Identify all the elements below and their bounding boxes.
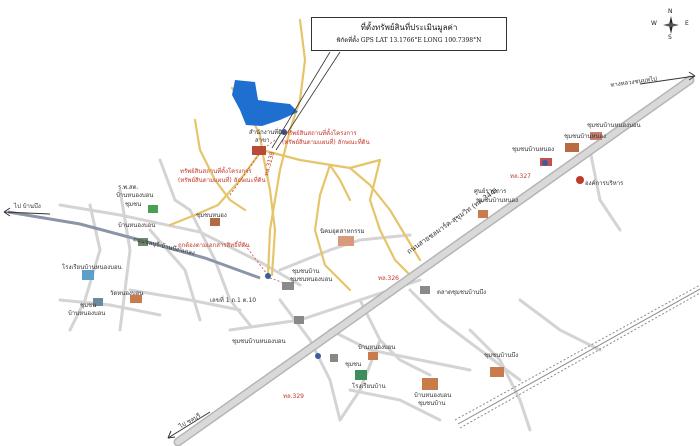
label-red-mid-2: (ทรัพย์สินตามแผนที่) ลักษณะที่ดิน <box>178 177 266 184</box>
label-bottom-6: ชุมชนบ้าน <box>418 400 446 407</box>
compass-west: W <box>651 20 657 27</box>
location-title-box: ที่ตั้งทรัพย์สินที่ประเมินมูลค่า พิกัดที… <box>311 17 507 51</box>
label-road-329: ทล.329 <box>283 393 304 400</box>
compass-south: S <box>668 34 672 41</box>
label-center-3: ชุมชนหนองบอน <box>290 276 333 283</box>
label-village-4: วัดหนองบอน <box>110 290 144 297</box>
compass-north: N <box>668 8 673 15</box>
label-road-326: ทล.326 <box>378 275 399 282</box>
compass-rose: N E S W <box>651 9 691 43</box>
lake <box>232 80 298 126</box>
label-red-top-2: (ทรัพย์สินตามแผนที่) ลักษณะที่ดิน <box>282 139 370 146</box>
label-right-2: ชุมชนบ้านหนอง <box>564 133 607 140</box>
label-right-7: องค์การบริหาร <box>585 180 624 187</box>
label-village-5: ชุมชน <box>80 302 97 309</box>
rural-roads <box>168 18 422 292</box>
label-right-6: ชุมชนบ้านหนอง <box>476 197 519 204</box>
label-center-1: นิคมอุตสาหกรรม <box>320 228 365 235</box>
road-arrows <box>3 71 696 439</box>
label-left-arrow: ไป บ้านบึง <box>14 203 41 210</box>
railway <box>454 284 700 429</box>
label-bottom-2: บ้านหนองบอน <box>358 344 396 351</box>
label-red-mid-3: ถูกต้องตามเอกสารสิทธิ์ที่ดิน <box>178 242 250 249</box>
label-village-1: ร.พ.สต. <box>118 184 139 191</box>
label-right-8: ตลาดชุมชนบ้านบึง <box>437 289 487 296</box>
label-school-top: สำนักงานที่ดิน <box>249 129 287 136</box>
label-village-5b: บ้านหนองบอน <box>68 310 106 317</box>
label-km: เลขที่ 1 ถ.1 ต.10 <box>210 297 257 304</box>
label-right-1: ชุมชนบ้านหนองบอน <box>587 122 641 129</box>
label-village-2b: บ้านหนองบอน <box>118 222 156 229</box>
label-bottom-1: ชุมชนบ้านหนองบอน <box>232 338 286 345</box>
label-red-top-1: ทรัพย์สินสถานที่ตั้งโครงการ <box>285 130 357 137</box>
label-center-2: ชุมชนบ้าน <box>292 268 320 275</box>
label-bottom-4: โรงเรียนบ้าน <box>352 383 386 390</box>
main-highway <box>173 75 695 446</box>
compass-icon <box>663 16 679 34</box>
label-right-5: ศูนย์ราชการ <box>474 188 507 195</box>
title-line-1: ที่ตั้งทรัพย์สินที่ประเมินมูลค่า <box>360 23 458 32</box>
label-bottom-5: บ้านหนองบอน <box>414 392 452 399</box>
label-red-mid-1: ทรัพย์สินสถานที่ตั้งโครงการ <box>180 168 252 175</box>
label-village-2: ชุมชน <box>125 201 142 208</box>
label-bottom-3: ชุมชน <box>345 361 362 368</box>
label-school-top2: สาขา <box>255 137 270 144</box>
label-right-3: ชุมชนบ้านหนอง <box>512 146 555 153</box>
label-bottom-7: ชุมชนบ้านบึง <box>484 352 519 359</box>
compass-east: E <box>685 20 689 27</box>
label-village-1b: บ้านหนองบอน <box>116 192 154 199</box>
poi-icons <box>82 129 602 390</box>
label-road-327: ทล.327 <box>510 173 531 180</box>
title-line-2: พิกัดที่ตั้ง GPS LAT 13.1766°E LONG 100.… <box>336 37 482 44</box>
label-village-6: ชุมชนหนอง <box>196 212 227 219</box>
local-streets <box>58 148 622 432</box>
label-village-3: โรงเรียนบ้านหนองบอน <box>62 264 122 271</box>
